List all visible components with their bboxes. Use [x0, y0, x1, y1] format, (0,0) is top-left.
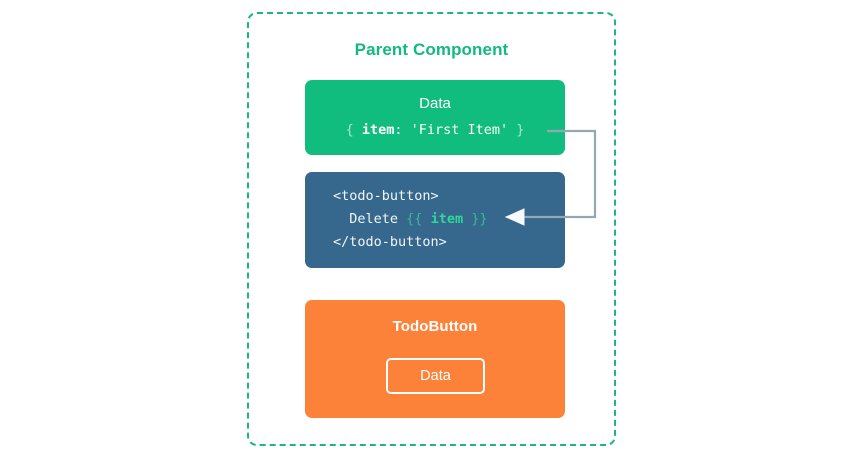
data-code-value: 'First Item' [410, 122, 509, 138]
code-mustache-close: }} [463, 211, 488, 227]
parent-component-title: Parent Component [354, 40, 509, 59]
data-card-code: { item: 'First Item' } [305, 122, 565, 138]
code-line-indent [333, 211, 349, 227]
template-code-lines: <todo-button> Delete {{ item }} </todo-b… [333, 185, 487, 254]
data-card-title: Data [419, 95, 451, 112]
template-code-card: <todo-button> Delete {{ item }} </todo-b… [305, 172, 565, 268]
parent-component-container: Parent Component [247, 12, 616, 446]
data-card: Data { item: 'First Item' } [305, 80, 565, 155]
data-code-key: item [361, 122, 395, 138]
todo-button-card-title: TodoButton [392, 318, 478, 335]
todo-button-data-prop-label: Data [420, 368, 451, 384]
todo-button-data-prop: Data [386, 358, 485, 394]
data-code-open-brace: { [345, 122, 362, 138]
code-line-open-tag: <todo-button> [333, 188, 439, 204]
code-mustache-variable: item [430, 211, 464, 227]
data-code-close-brace: } [508, 122, 525, 138]
code-mustache-open: {{ [406, 211, 431, 227]
code-line-close-tag: </todo-button> [333, 234, 447, 250]
code-line-delete-text: Delete [349, 211, 407, 227]
data-code-colon: : [394, 122, 411, 138]
todo-button-card: TodoButton Data [305, 300, 565, 418]
